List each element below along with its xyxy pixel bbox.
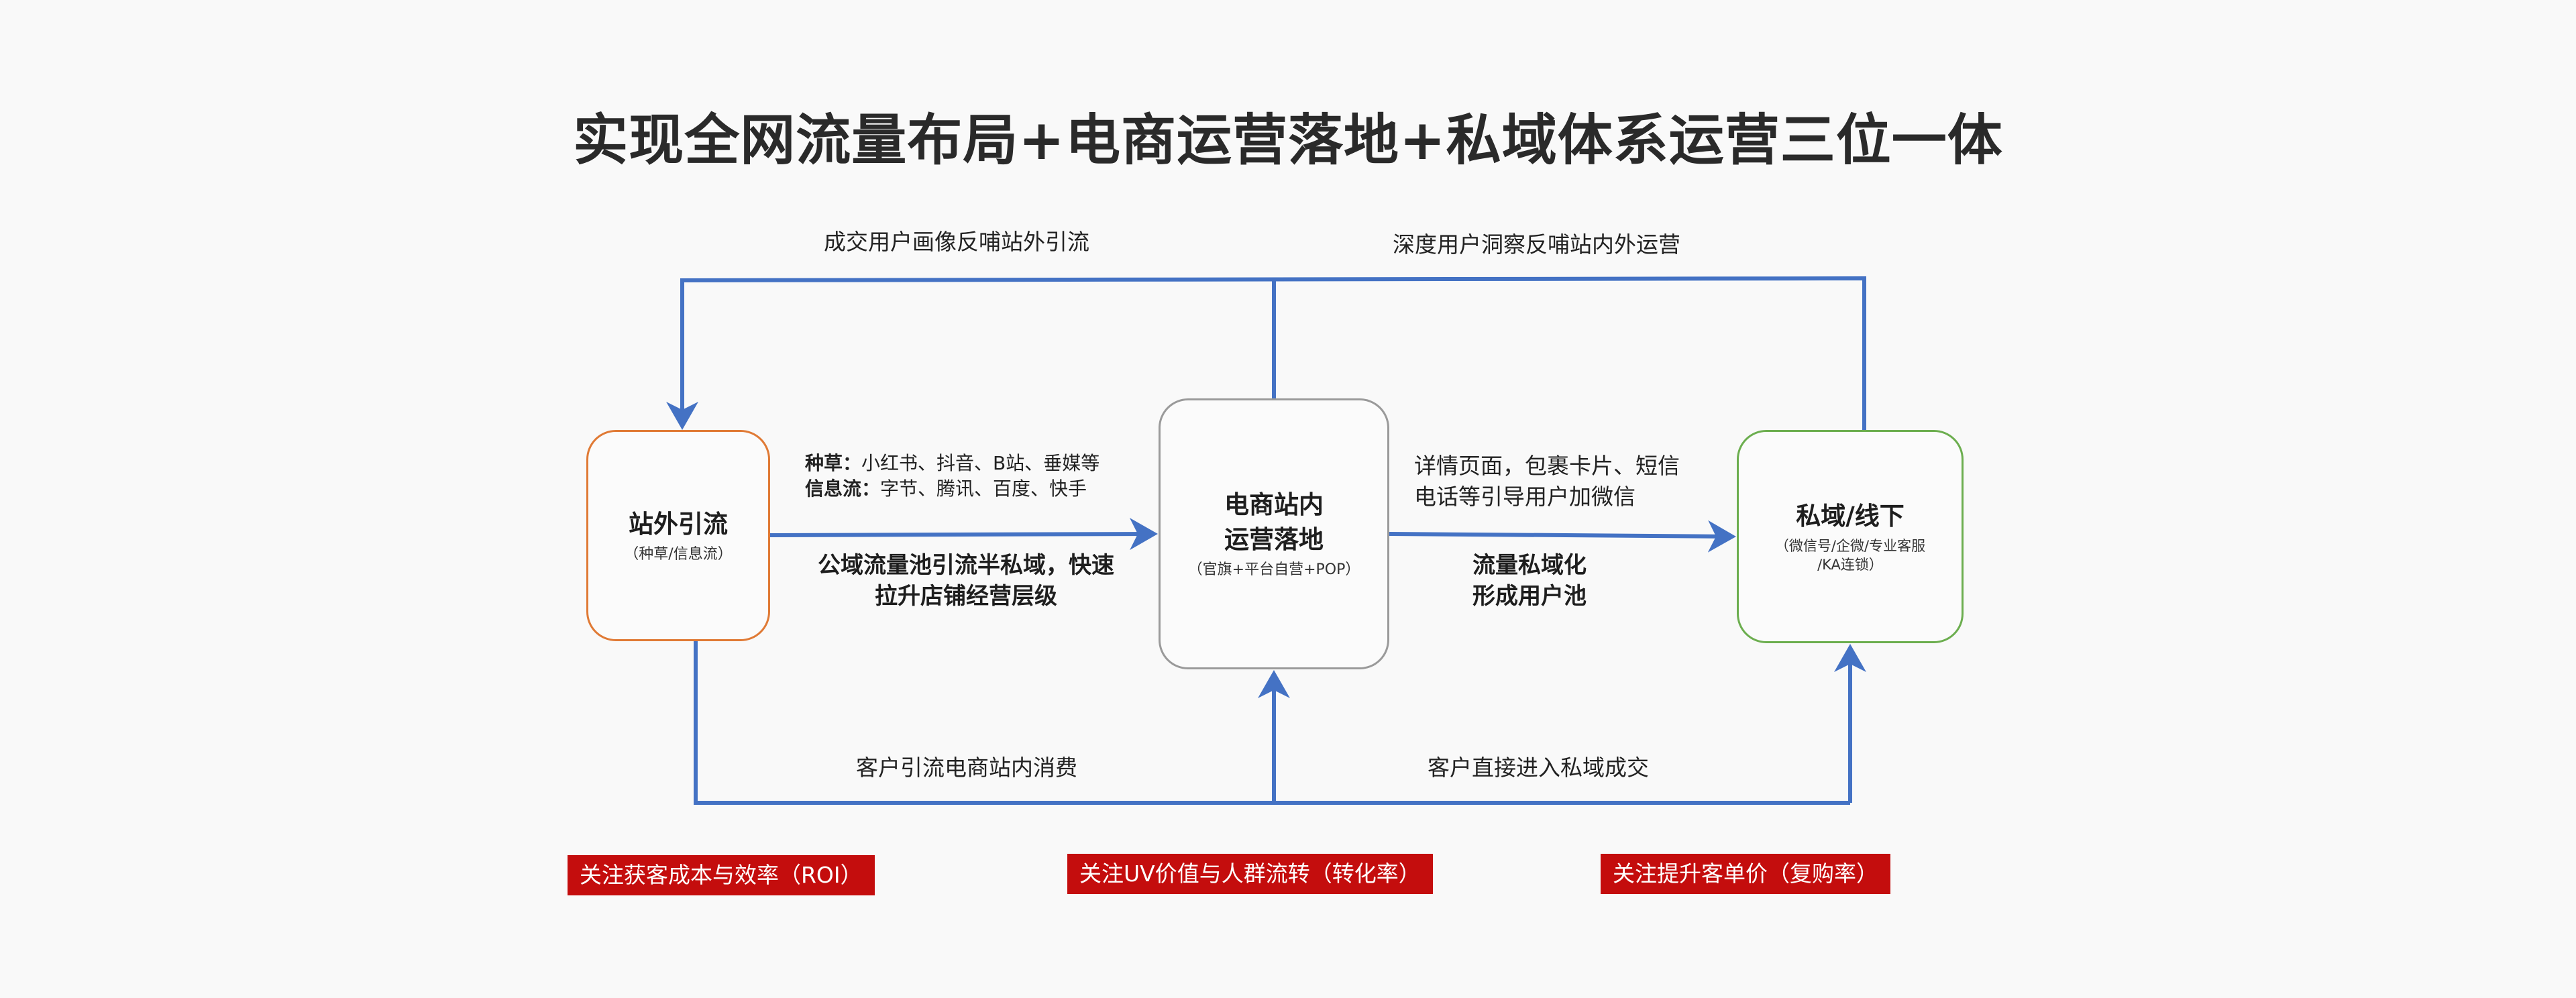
label-feed-channels: 信息流：字节、腾讯、百度、快手 xyxy=(805,476,1087,502)
node-offsite-name: 站外引流 xyxy=(629,509,728,539)
public-pool-line2: 拉升店铺经营层级 xyxy=(875,583,1057,610)
node-private-name: 私域/线下 xyxy=(1796,502,1904,531)
node-offsite-traffic: 站外引流 （种草/信息流） xyxy=(586,430,770,641)
node-private-sub-line2: /KA连锁） xyxy=(1817,557,1883,573)
label-bottom-right: 客户直接进入私域成交 xyxy=(1428,755,1649,781)
detail-line1: 详情页面，包裹卡片、短信 xyxy=(1414,453,1680,479)
label-public-pool: 公域流量池引流半私域，快速 拉升店铺经营层级 xyxy=(792,550,1140,612)
node-private-domain: 私域/线下 （微信号/企微/专业客服 /KA连锁） xyxy=(1737,430,1964,643)
node-offsite-sub: （种草/信息流） xyxy=(624,545,733,563)
node-ecom-name-line1: 电商站内 xyxy=(1224,490,1324,519)
feed-text: 字节、腾讯、百度、快手 xyxy=(880,478,1087,500)
label-top-right: 深度用户洞察反哺站内外运营 xyxy=(1393,231,1680,258)
label-private-pool: 流量私域化 形成用户池 xyxy=(1442,550,1617,612)
public-pool-line1: 公域流量池引流半私域，快速 xyxy=(818,552,1114,579)
grass-label: 种草： xyxy=(805,452,862,474)
node-ecom-name-line2: 运营落地 xyxy=(1224,525,1324,554)
grass-text: 小红书、抖音、B站、垂媒等 xyxy=(861,452,1100,474)
label-bottom-left: 客户引流电商站内消费 xyxy=(856,755,1077,781)
node-ecommerce: 电商站内 运营落地 （官旗+平台自营+POP） xyxy=(1159,398,1389,669)
detail-line2: 电话等引导用户加微信 xyxy=(1414,484,1635,510)
tag-roi: 关注获客成本与效率（ROI） xyxy=(568,855,875,895)
label-top-left: 成交用户画像反哺站外引流 xyxy=(824,229,1089,255)
label-grass-channels: 种草：小红书、抖音、B站、垂媒等 xyxy=(805,451,1099,476)
node-ecom-sub: （官旗+平台自营+POP） xyxy=(1187,561,1360,578)
page-title: 实现全网流量布局+电商运营落地+私域体系运营三位一体 xyxy=(573,109,2003,172)
arrow-ecom-to-private xyxy=(1389,520,1736,553)
private-pool-line1: 流量私域化 xyxy=(1472,552,1587,579)
bottom-flow-line xyxy=(694,641,1850,805)
private-pool-line2: 形成用户池 xyxy=(1472,583,1587,610)
tag-conversion: 关注UV价值与人群流转（转化率） xyxy=(1067,854,1433,894)
node-private-sub-line1: （微信号/企微/专业客服 xyxy=(1774,538,1926,554)
arrow-offsite-to-ecom xyxy=(769,518,1158,551)
tag-repurchase: 关注提升客单价（复购率） xyxy=(1601,854,1890,894)
feed-label: 信息流： xyxy=(805,478,881,500)
label-detail-guidance: 详情页面，包裹卡片、短信 电话等引导用户加微信 xyxy=(1414,451,1680,512)
